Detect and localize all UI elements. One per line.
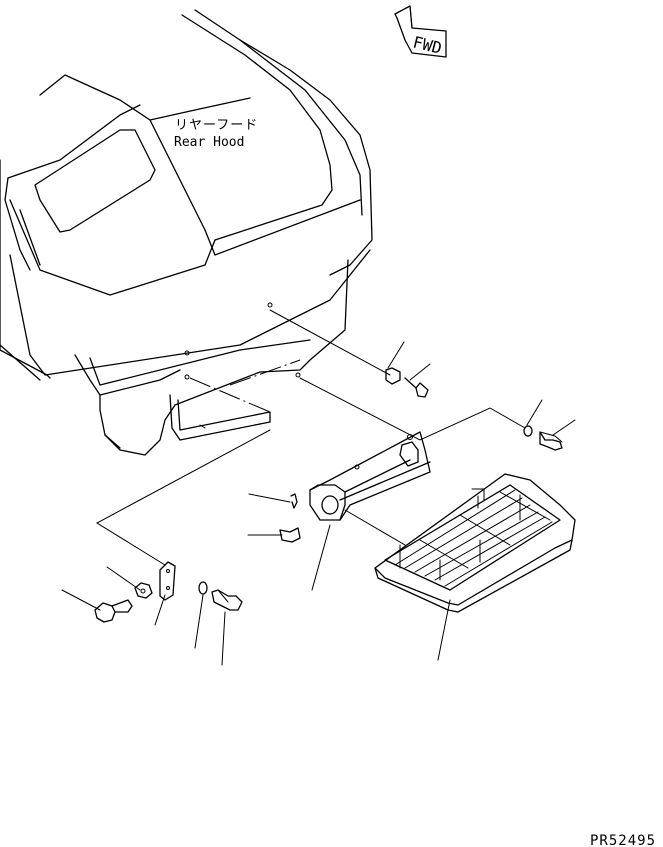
- rear-hood: [0, 9, 373, 456]
- assembly-lines: [61, 309, 576, 666]
- pin-part: [290, 493, 298, 509]
- rear-hood-label-en: Rear Hood: [174, 135, 244, 150]
- bolt-lower-right: [211, 589, 243, 611]
- cap-part: [385, 367, 401, 385]
- plate-part: [159, 561, 176, 601]
- washer-lower: [198, 581, 208, 595]
- bolt-large-left: [94, 599, 133, 623]
- step-bracket: [309, 431, 431, 521]
- screw-part: [404, 377, 429, 398]
- bolt-left-bracket: [279, 527, 301, 543]
- fwd-arrow-icon: FWD: [394, 5, 447, 58]
- rear-hood-label-jp: リヤーフード: [175, 118, 258, 133]
- step-grating: [374, 473, 576, 613]
- drawing-number: PR52495: [590, 833, 656, 847]
- nut-part: [134, 582, 153, 599]
- washer-bolt-right: [523, 425, 563, 451]
